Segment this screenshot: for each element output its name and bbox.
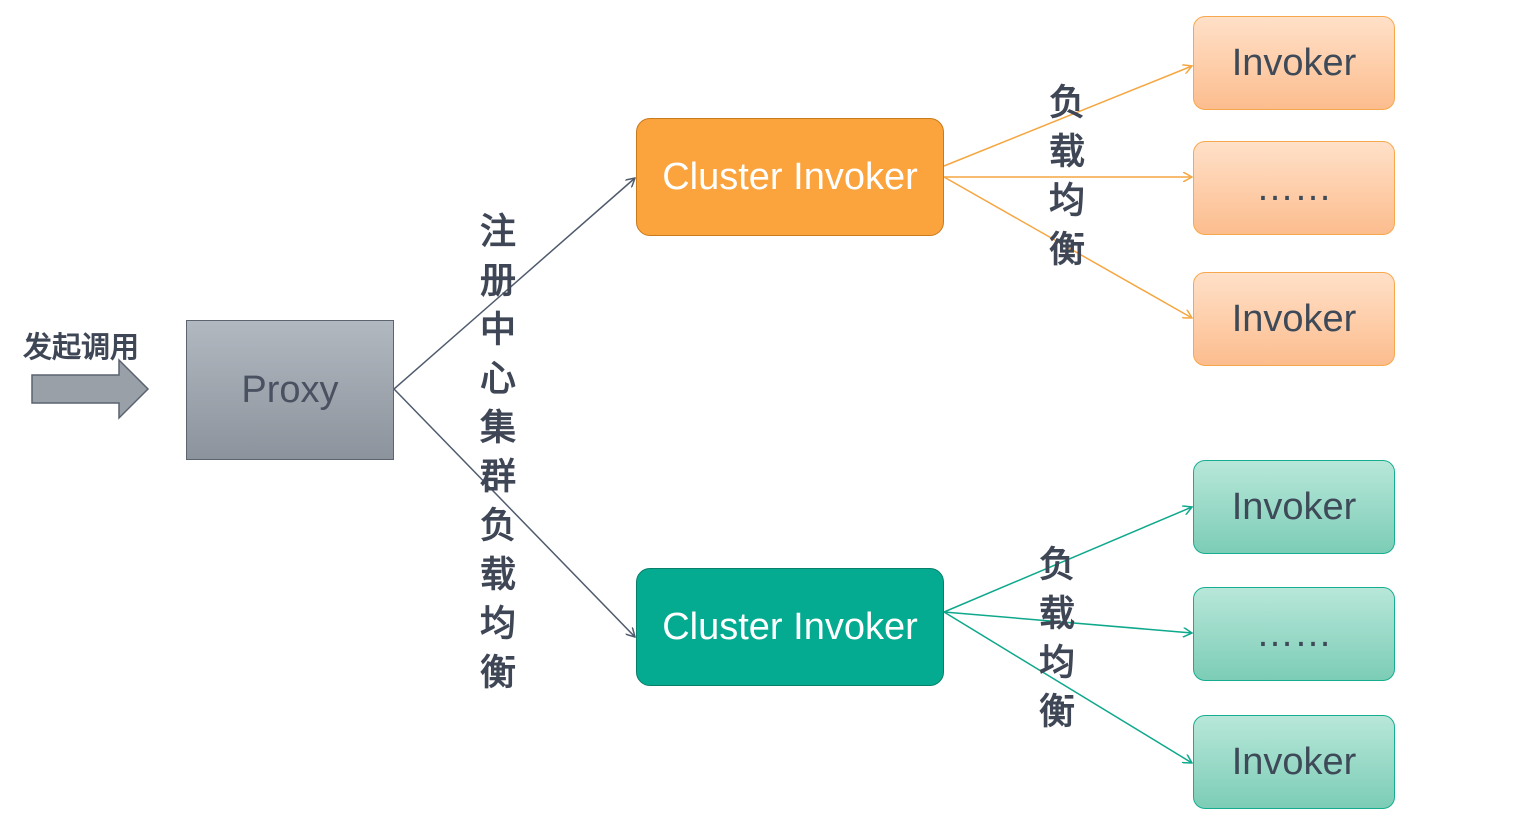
start-call-label: 发起调用 — [23, 330, 140, 364]
call-arrow — [31, 358, 150, 420]
edge-cluster-bottom-to-invoker-3 — [943, 611, 1192, 763]
invoker-top-2: …… — [1193, 141, 1395, 235]
cluster-invoker-bottom: Cluster Invoker — [636, 568, 944, 686]
invoker-bottom-3: Invoker — [1193, 715, 1395, 809]
registry-lb-label: 注册中心集群负载均衡 — [474, 212, 515, 702]
invoker-top-1: Invoker — [1193, 16, 1395, 110]
edge-proxy-to-cluster-top — [393, 178, 635, 390]
edge-cluster-top-to-invoker-3 — [943, 176, 1192, 318]
edge-cluster-bottom-to-invoker-2 — [943, 611, 1192, 633]
edge-cluster-top-to-invoker-1 — [943, 66, 1192, 167]
invoker-bottom-1: Invoker — [1193, 460, 1395, 554]
proxy-node: Proxy — [186, 320, 394, 460]
edge-proxy-to-cluster-bottom — [393, 388, 635, 637]
invoker-top-3: Invoker — [1193, 272, 1395, 366]
cluster-invoker-top: Cluster Invoker — [636, 118, 944, 236]
edge-cluster-bottom-to-invoker-1 — [943, 507, 1192, 613]
lb-label-bottom: 负载均衡 — [1033, 545, 1074, 741]
invoker-bottom-2: …… — [1193, 587, 1395, 681]
lb-label-top: 负载均衡 — [1043, 83, 1084, 279]
